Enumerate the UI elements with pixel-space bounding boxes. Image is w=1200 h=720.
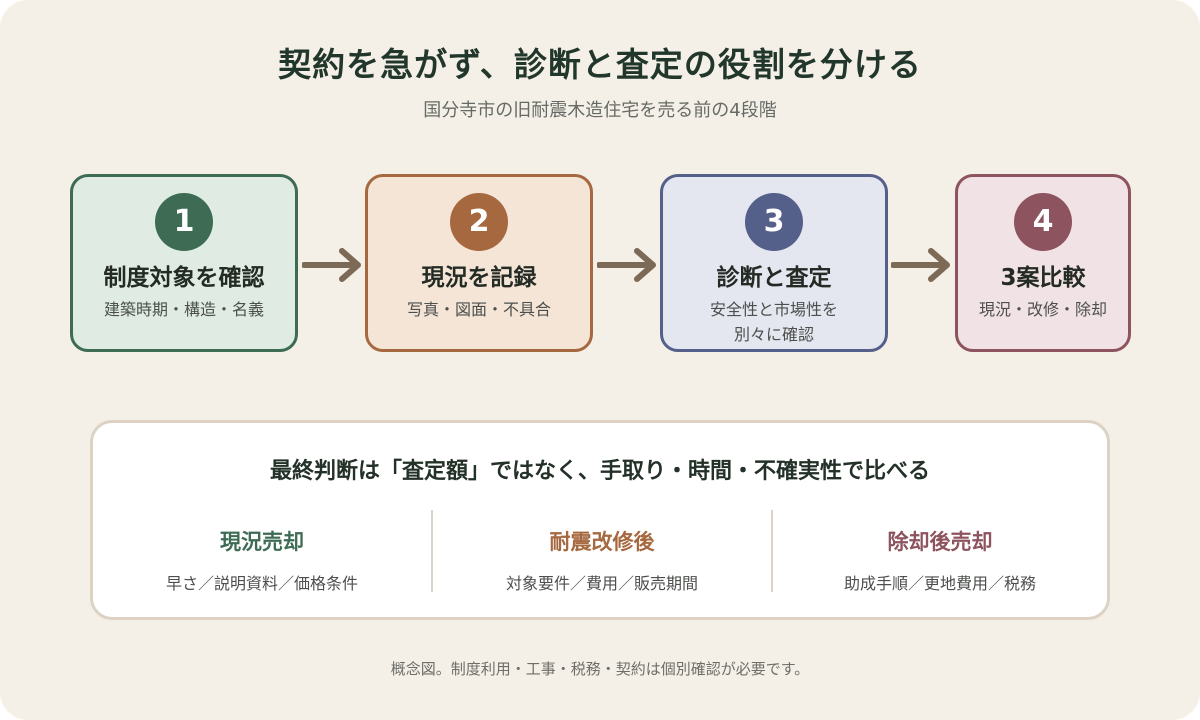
step-number-badge: 1 — [155, 193, 213, 251]
step-description: 安全性と市場性を 別々に確認 — [709, 300, 838, 344]
step-card-1: 1 制度対象を確認 建築時期・構造・名義 — [70, 174, 298, 352]
step-number-badge: 2 — [450, 193, 508, 251]
diagram-title: 契約を急がず、診断と査定の役割を分ける — [278, 45, 922, 84]
step-name: 3案比較 — [1000, 265, 1086, 291]
step-name: 制度対象を確認 — [103, 265, 265, 291]
option-current-sale: 現況売却 早さ／説明資料／価格条件 — [93, 526, 431, 594]
step-description: 現況・改修・除却 — [978, 300, 1107, 319]
option-description: 対象要件／費用／販売期間 — [505, 574, 698, 593]
summary-panel: 最終判断は「査定額」ではなく、手取り・時間・不確実性で比べる 現況売却 早さ／説… — [90, 420, 1110, 620]
step-description: 建築時期・構造・名義 — [103, 300, 264, 319]
arrow-right-icon — [891, 248, 950, 282]
footnote: 概念図。制度利用・工事・税務・契約は個別確認が必要です。 — [390, 660, 810, 678]
option-after-retrofit: 耐震改修後 対象要件／費用／販売期間 — [433, 526, 771, 594]
step-card-4: 4 3案比較 現況・改修・除却 — [955, 174, 1131, 352]
step-name: 診断と査定 — [716, 265, 832, 291]
step-card-2: 2 現況を記録 写真・図面・不具合 — [365, 174, 593, 352]
arrow-right-icon — [302, 248, 361, 282]
diagram-subtitle: 国分寺市の旧耐震木造住宅を売る前の4段階 — [423, 100, 777, 121]
option-description: 助成手順／更地費用／税務 — [843, 574, 1036, 593]
option-title: 現況売却 — [220, 530, 304, 554]
option-after-demolition: 除却後売却 助成手順／更地費用／税務 — [773, 526, 1107, 594]
option-description: 早さ／説明資料／価格条件 — [165, 574, 358, 593]
arrow-right-icon — [597, 248, 656, 282]
option-title: 耐震改修後 — [549, 530, 655, 554]
step-name: 現況を記録 — [421, 265, 537, 291]
column-divider — [431, 510, 433, 592]
step-description: 写真・図面・不具合 — [406, 300, 551, 319]
option-title: 除却後売却 — [887, 530, 993, 554]
summary-heading: 最終判断は「査定額」ではなく、手取り・時間・不確実性で比べる — [269, 459, 930, 484]
step-card-3: 3 診断と査定 安全性と市場性を 別々に確認 — [660, 174, 888, 352]
column-divider — [771, 510, 773, 592]
step-number-badge: 4 — [1014, 193, 1072, 251]
step-number-badge: 3 — [745, 193, 803, 251]
